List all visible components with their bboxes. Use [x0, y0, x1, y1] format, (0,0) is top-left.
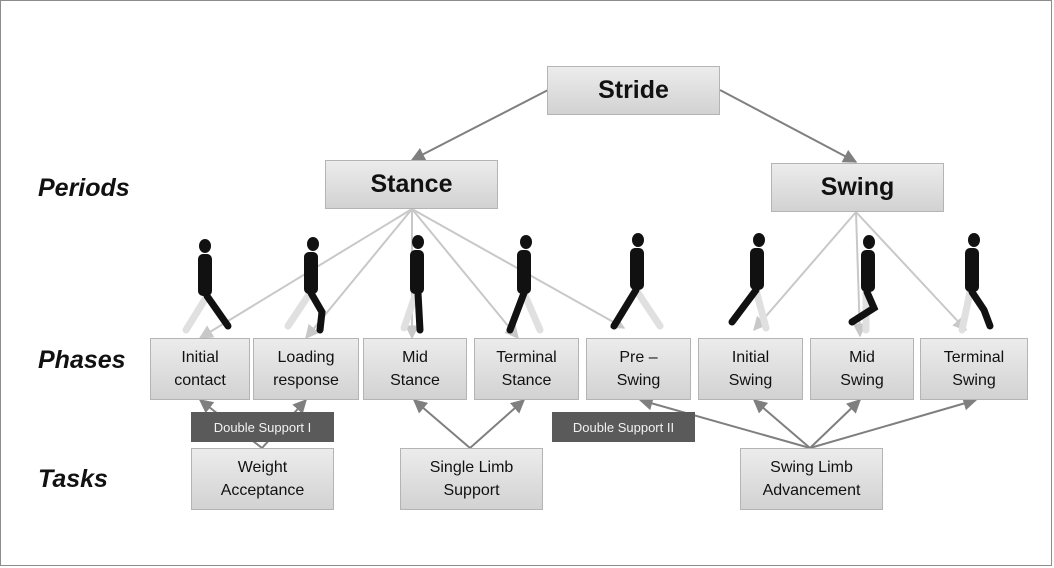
mid-stance-figure [400, 235, 424, 334]
double-support-1-label: Double Support I [191, 412, 334, 442]
stride-box: Stride [547, 66, 720, 115]
double-support-2-label: Double Support II [552, 412, 695, 442]
terminal-stance-figure [506, 235, 544, 334]
tasks-label: Tasks [38, 465, 108, 493]
stance-box: Stance [325, 160, 498, 209]
terminal-swing-figure [958, 233, 994, 334]
mid-swing-figure [848, 235, 879, 334]
phase-pre-swing: Pre –Swing [586, 338, 691, 400]
arrow-stride-stance [410, 89, 549, 161]
pre-swing-figure [610, 233, 664, 330]
initial-swing-figure [728, 233, 770, 332]
swing-box: Swing [771, 163, 944, 212]
initial-contact-figure [182, 239, 232, 334]
periods-label: Periods [38, 174, 130, 202]
phases-label: Phases [38, 346, 126, 374]
arrow-stride-swing [719, 89, 858, 163]
loading-response-figure [284, 237, 326, 334]
